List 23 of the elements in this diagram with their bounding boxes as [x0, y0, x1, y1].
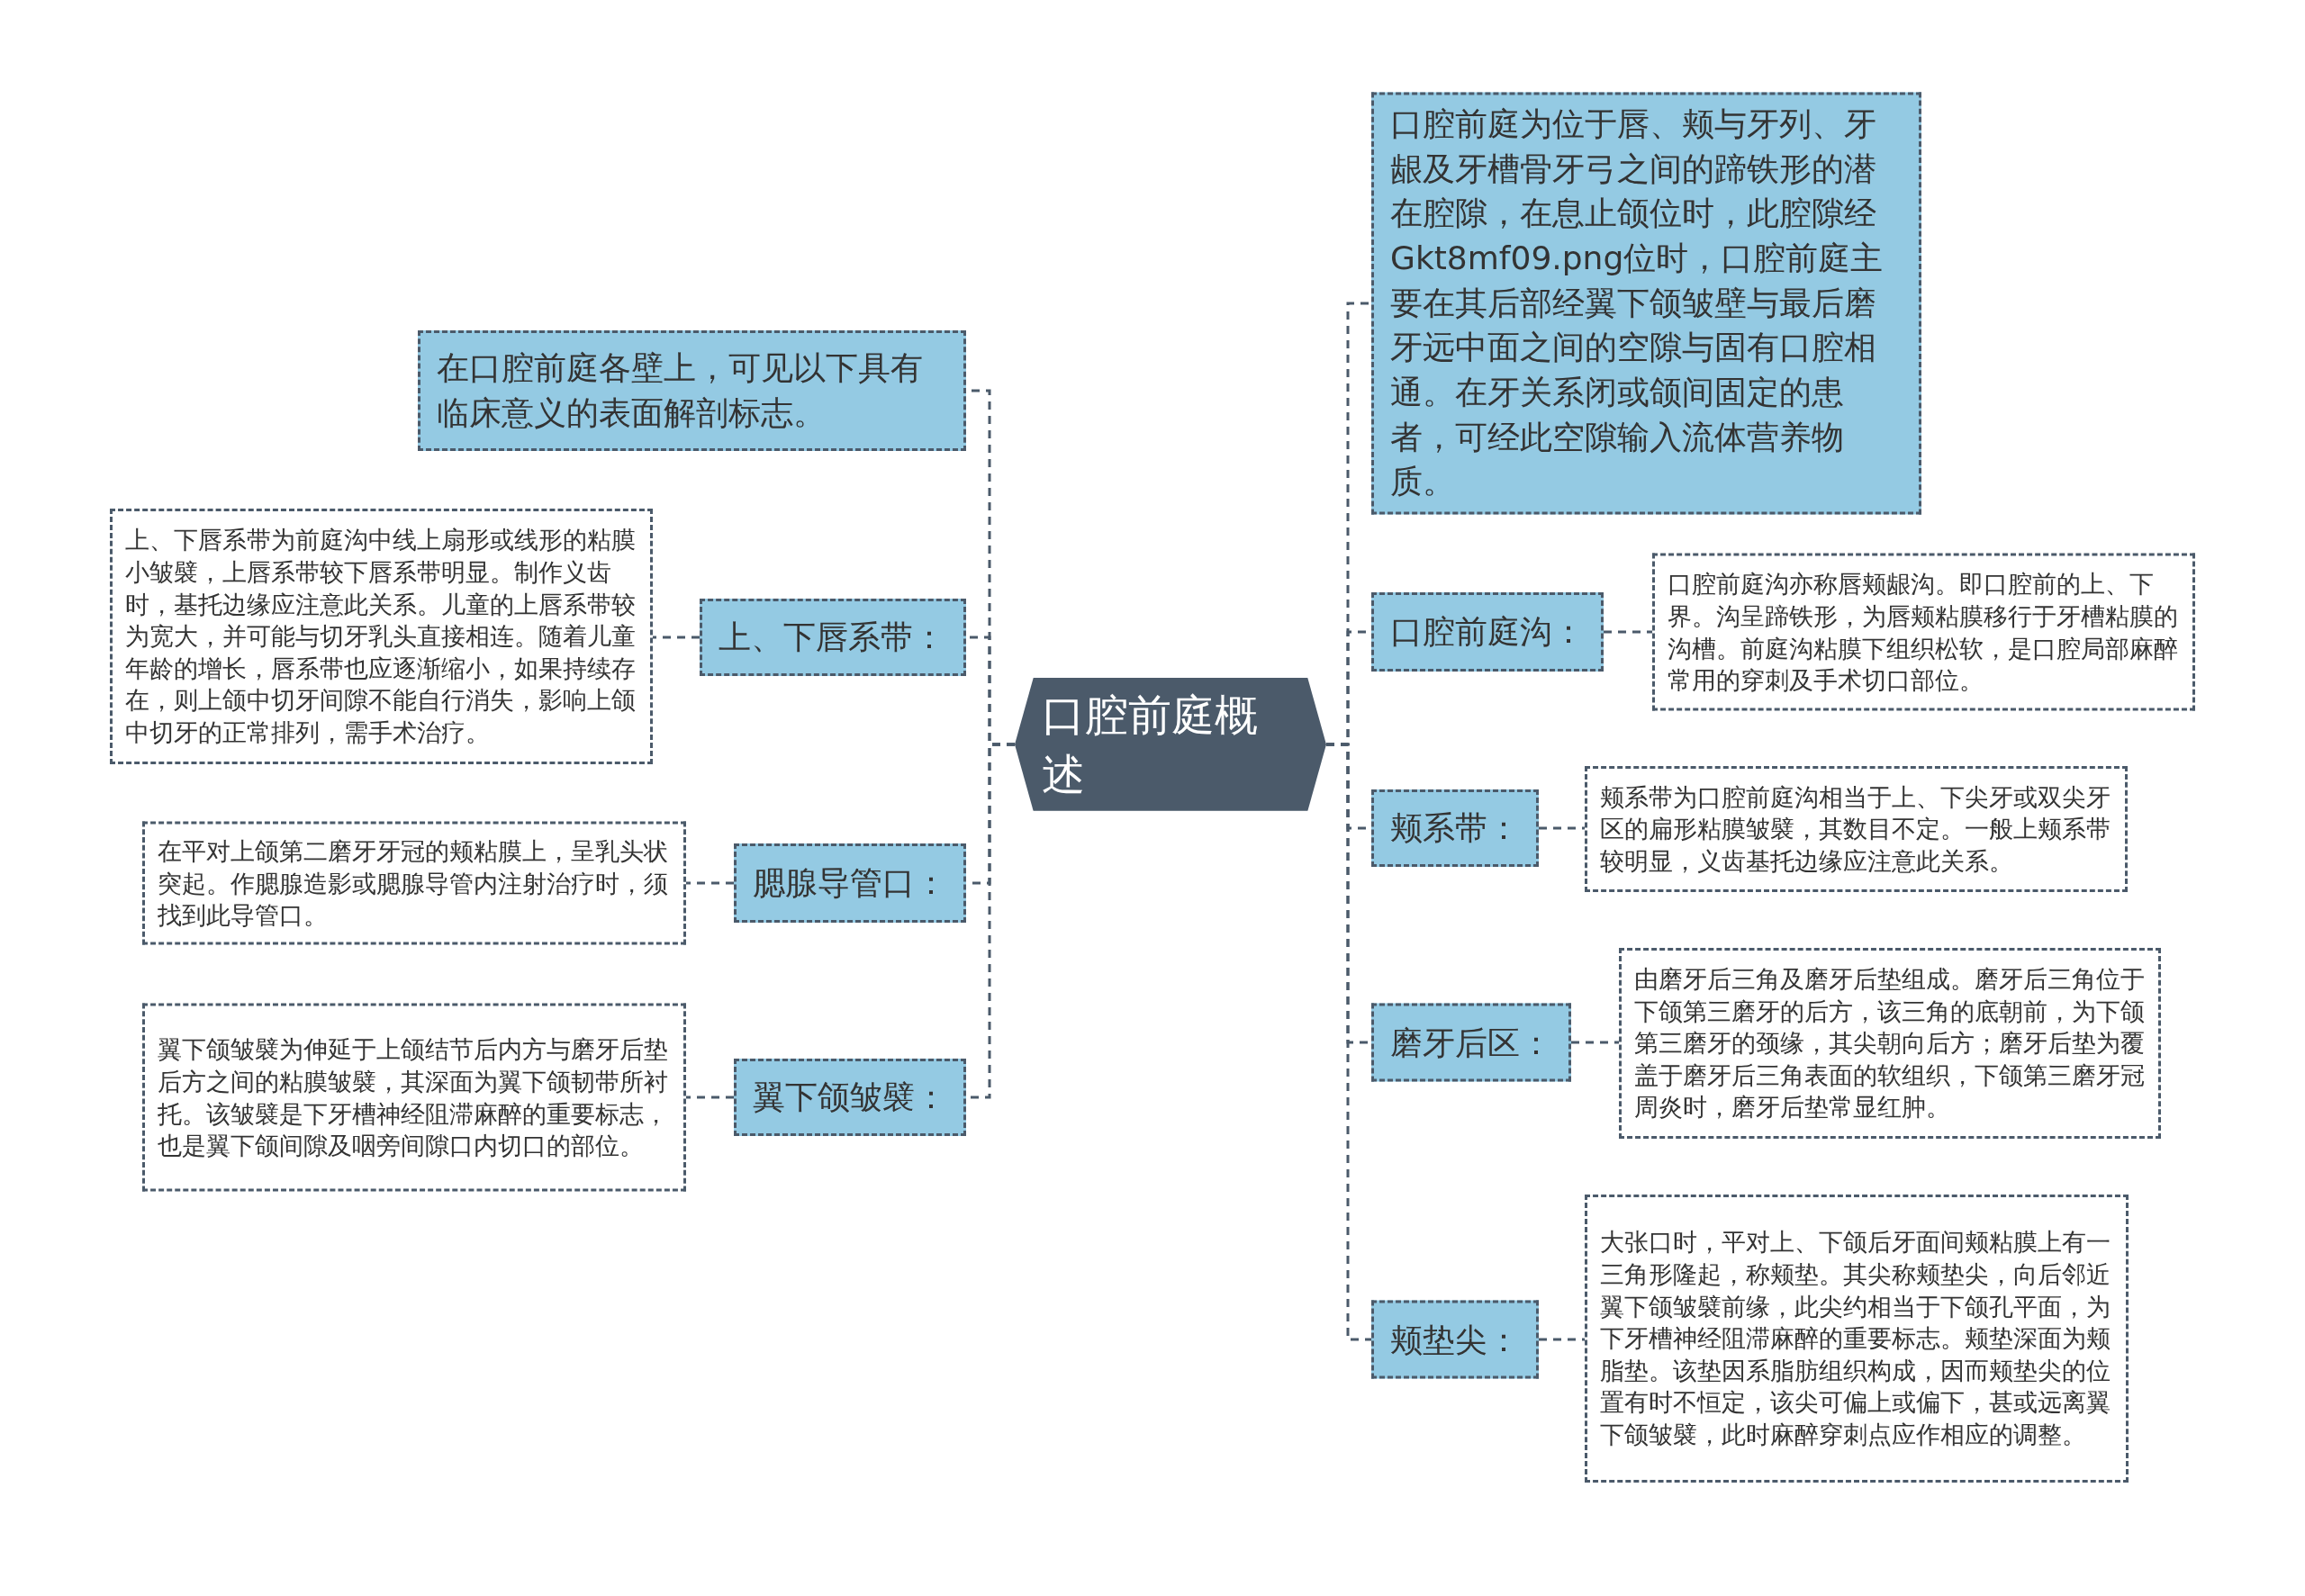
connector-line	[1539, 1338, 1585, 1341]
note-box: 由磨牙后三角及磨牙后垫组成。磨牙后三角位于下颌第三磨牙的后方，该三角的底朝前，为下颌第三磨牙的颈缘，其尖朝向后方；磨牙后垫为覆盖于磨牙后三角表面的软组织，下颌第三磨牙冠周炎时，磨牙后垫常显红肿。	[1619, 948, 2161, 1139]
connector-line	[653, 636, 700, 639]
topic-box: 磨牙后区：	[1371, 1003, 1571, 1082]
topic-box: 颊垫尖：	[1371, 1300, 1539, 1379]
connector-line	[1604, 630, 1652, 634]
connector-line	[1539, 826, 1585, 830]
connector-line	[686, 1096, 734, 1099]
note-box: 翼下颌皱襞为伸延于上颌结节后内方与磨牙后垫后方之间的粘膜皱襞，其深面为翼下颌韧带所衬托。该皱襞是下牙槽神经阻滞麻醉的重要标志，也是翼下颌间隙及咽旁间隙口内切口的部位。	[142, 1003, 686, 1192]
note-box: 口腔前庭沟亦称唇颊龈沟。即口腔前的上、下界。沟呈蹄铁形，为唇颊粘膜移行于牙槽粘膜的沟槽。前庭沟粘膜下组织松软，是口腔局部麻醉常用的穿刺及手术切口部位。	[1652, 553, 2195, 711]
topic-box: 上、下唇系带：	[700, 599, 966, 676]
topic-box: 在口腔前庭各壁上，可见以下具有临床意义的表面解剖标志。	[418, 330, 966, 451]
topic-box: 口腔前庭为位于唇、颊与牙列、牙龈及牙槽骨牙弓之间的蹄铁形的潜在腔隙，在息止颌位时，此腔隙经Gkt8mf09.png位时，口腔前庭主要在其后部经翼下颌皱壁与最后磨牙远中面之间的空隙与固有口腔相通。在牙关系闭或颌间固定的患者，可经此空隙输入流体营养物质。	[1371, 92, 1921, 515]
note-box: 大张口时，平对上、下颌后牙面间颊粘膜上有一三角形隆起，称颊垫。其尖称颊垫尖，向后邻近翼下颌皱襞前缘，此尖约相当于下颌孔平面，为下牙槽神经阻滞麻醉的重要标志。颊垫深面为颊脂垫。该垫因系脂肪组织构成，因而颊垫尖的位置有时不恒定，该尖可偏上或偏下，甚或远离翼下颌皱襞，此时麻醉穿刺点应作相应的调整。	[1585, 1195, 2129, 1483]
topic-box: 翼下颌皱襞：	[734, 1059, 966, 1136]
topic-box: 腮腺导管口：	[734, 843, 966, 923]
note-box: 上、下唇系带为前庭沟中线上扇形或线形的粘膜小皱襞，上唇系带较下唇系带明显。制作义齿时，基托边缘应注意此关系。儿童的上唇系带较为宽大，并可能与切牙乳头直接相连。随着儿童年龄的增长，唇系带也应逐渐缩小，如果持续存在，则上颌中切牙间隙不能自行消失，影响上颌中切牙的正常排列，需手术治疗。	[110, 509, 653, 764]
note-box: 在平对上颌第二磨牙牙冠的颊粘膜上，呈乳头状突起。作腮腺造影或腮腺导管内注射治疗时，须找到此导管口。	[142, 821, 686, 945]
connector-line	[1571, 1041, 1619, 1044]
connector-line	[686, 881, 734, 885]
note-box: 颊系带为口腔前庭沟相当于上、下尖牙或双尖牙区的扁形粘膜皱襞，其数目不定。一般上颊系带较明显，义齿基托边缘应注意此关系。	[1585, 766, 2128, 892]
topic-box: 颊系带：	[1371, 789, 1539, 867]
topic-box: 口腔前庭沟：	[1371, 592, 1604, 672]
